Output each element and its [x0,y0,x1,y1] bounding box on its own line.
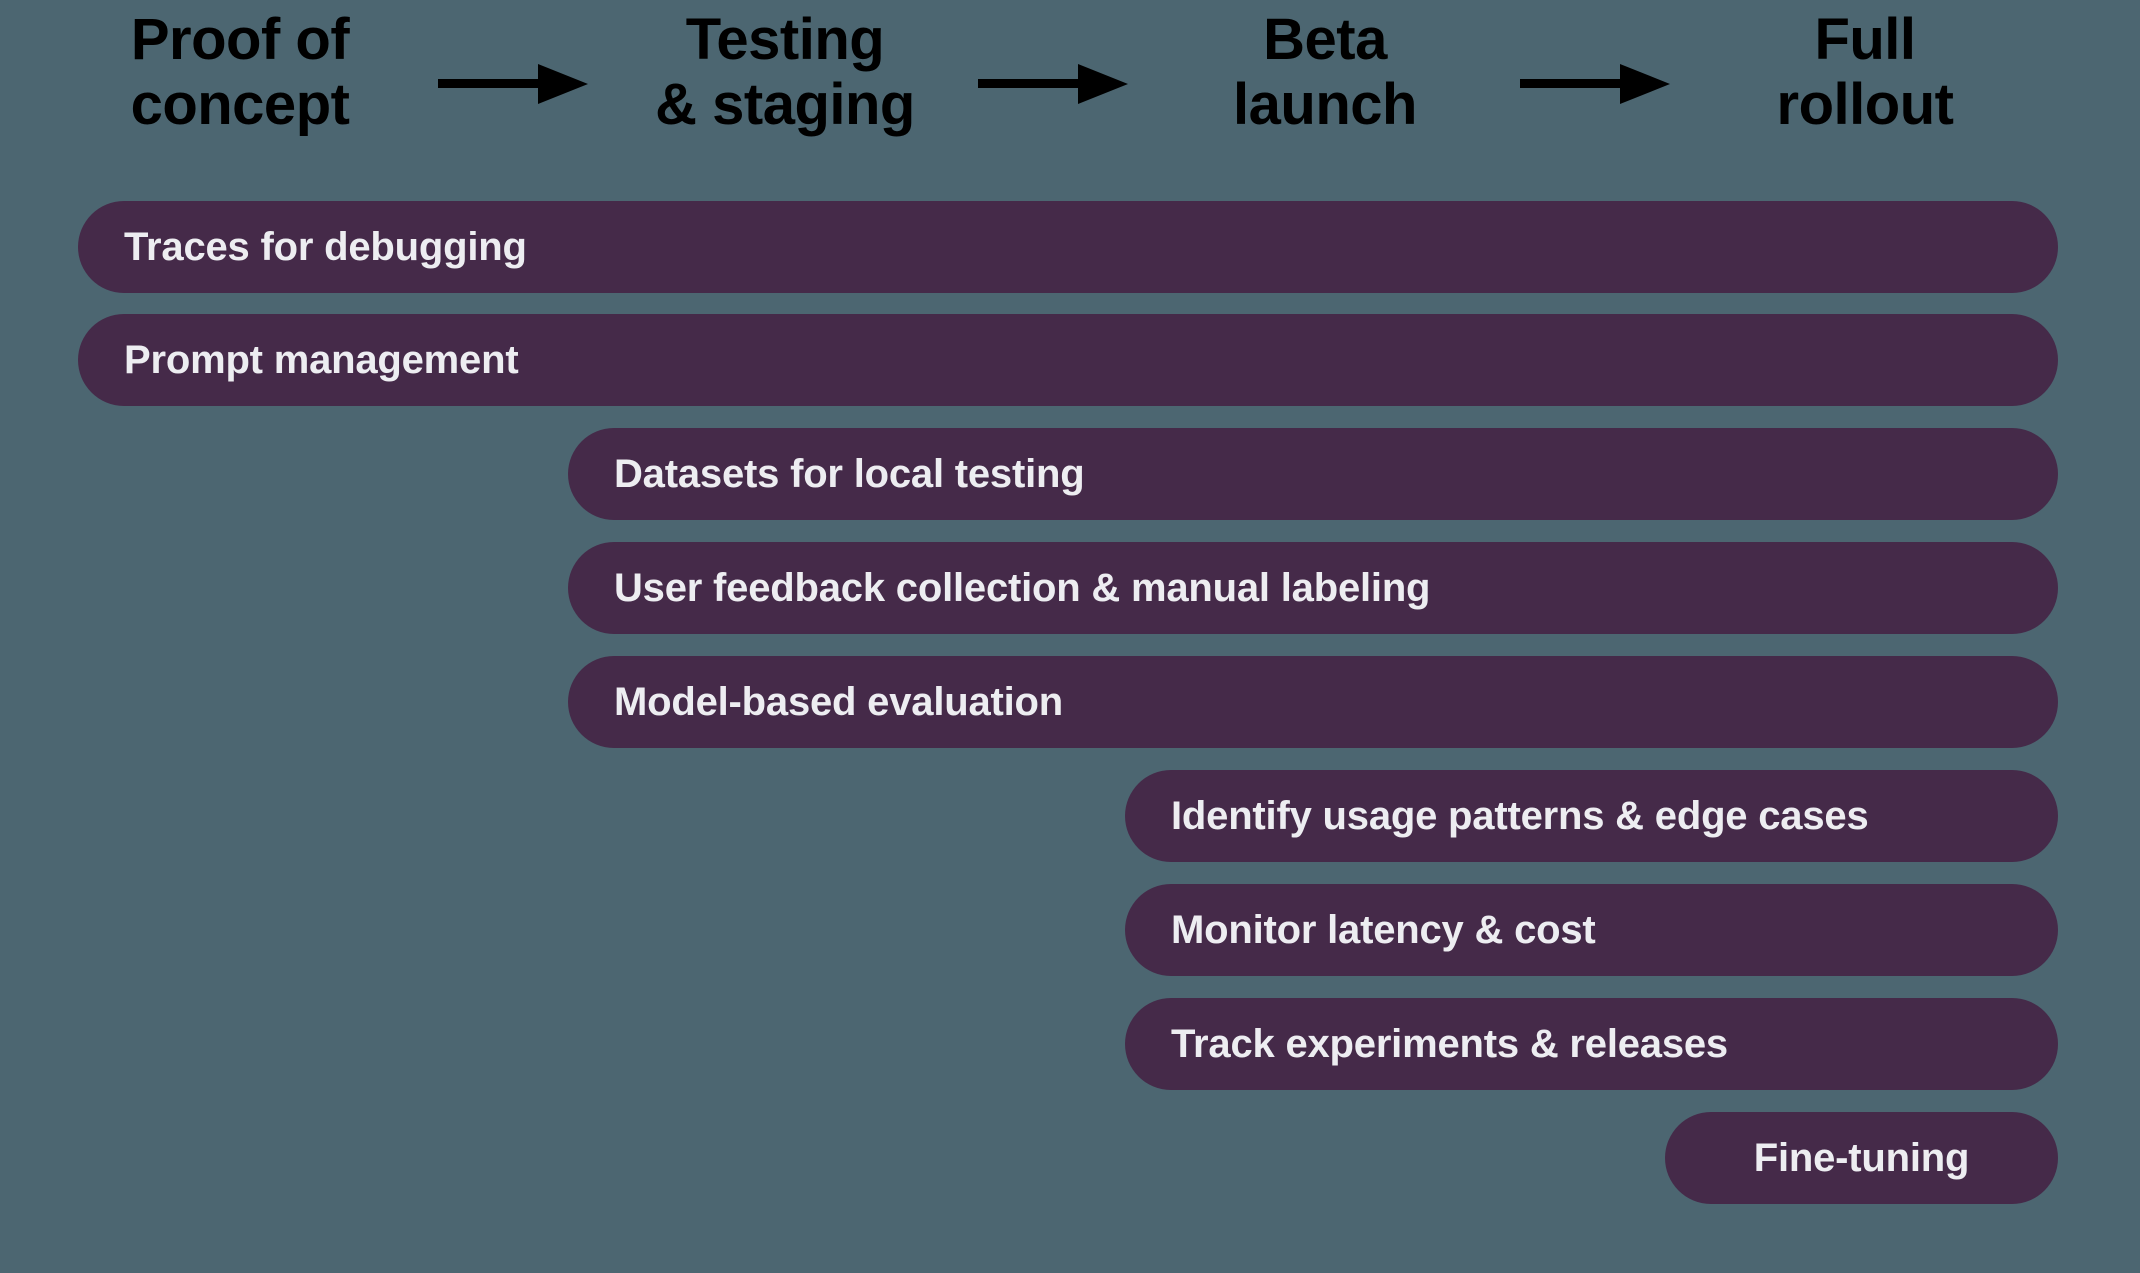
capability-bar[interactable]: Monitor latency & cost [1125,884,2058,976]
capability-bar[interactable]: Model-based evaluation [568,656,2058,748]
capability-bar[interactable]: User feedback collection & manual labeli… [568,542,2058,634]
capability-bar-label: Prompt management [124,337,519,382]
capability-bar-label: Fine-tuning [1753,1135,1970,1180]
capability-bar[interactable]: Prompt management [78,314,2058,406]
arrow-right-icon [438,62,588,106]
capability-bar[interactable]: Identify usage patterns & edge cases [1125,770,2058,862]
capability-bar[interactable]: Datasets for local testing [568,428,2058,520]
capability-bar-label: User feedback collection & manual labeli… [614,565,1431,610]
capability-bar-label: Monitor latency & cost [1171,907,1596,952]
capability-bar-label: Model-based evaluation [614,679,1064,724]
phase-label-testing-and-staging: Testing& staging [655,7,915,137]
capability-bar-label: Identify usage patterns & edge cases [1171,793,1869,838]
arrow-right-icon [978,62,1128,106]
capability-bar[interactable]: Traces for debugging [78,201,2058,293]
capability-bar-label: Datasets for local testing [614,451,1085,496]
arrow-right-icon [1520,62,1670,106]
capability-bar[interactable]: Track experiments & releases [1125,998,2058,1090]
capability-bar-label: Track experiments & releases [1171,1021,1728,1066]
capability-bar-label: Traces for debugging [124,224,527,269]
capability-bar[interactable]: Fine-tuning [1665,1112,2058,1204]
